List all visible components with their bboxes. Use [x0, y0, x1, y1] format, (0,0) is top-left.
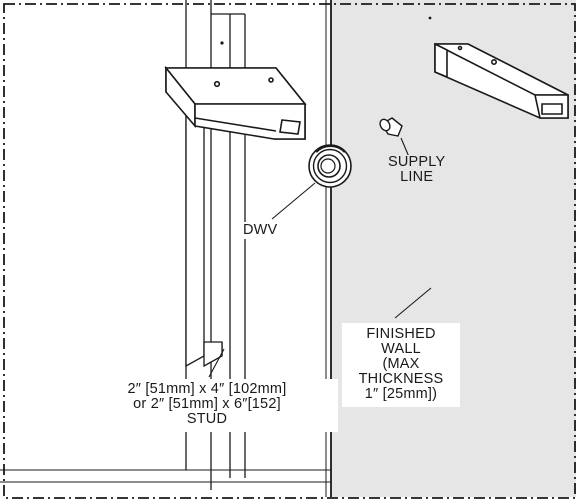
finished-wall-label-line-5: 1″ [25mm])	[364, 386, 438, 402]
finished-wall-label: FINISHED WALL (MAX THICKNESS 1″ [25mm])	[342, 323, 460, 407]
stud-label-line-1: 2″ [51mm] x 4″ [102mm]	[127, 381, 287, 397]
stud-label-line-3: STUD	[186, 411, 228, 427]
finished-wall-label-line-2: WALL	[381, 341, 421, 357]
supply-line-label: SUPPLY LINE	[388, 154, 446, 185]
finished-wall-label-line-3: (MAX	[382, 356, 420, 372]
stud-label: 2″ [51mm] x 4″ [102mm] or 2″ [51mm] x 6″…	[76, 379, 338, 432]
left-bracket	[164, 65, 307, 140]
stud-label-line-2: or 2″ [51mm] x 6″[152]	[133, 396, 281, 412]
finished-wall-label-line-1: FINISHED	[366, 326, 436, 342]
supply-line-stub	[379, 117, 403, 137]
supply-line-label-line-1: SUPPLY	[388, 154, 446, 170]
finished-wall-label-line-4: THICKNESS	[358, 371, 444, 387]
right-bracket	[428, 16, 569, 119]
dwv-fitting	[308, 144, 352, 188]
supply-line-label-line-2: LINE	[400, 169, 434, 185]
diagram-border	[3, 3, 576, 499]
dwv-label: DWV	[240, 222, 281, 239]
